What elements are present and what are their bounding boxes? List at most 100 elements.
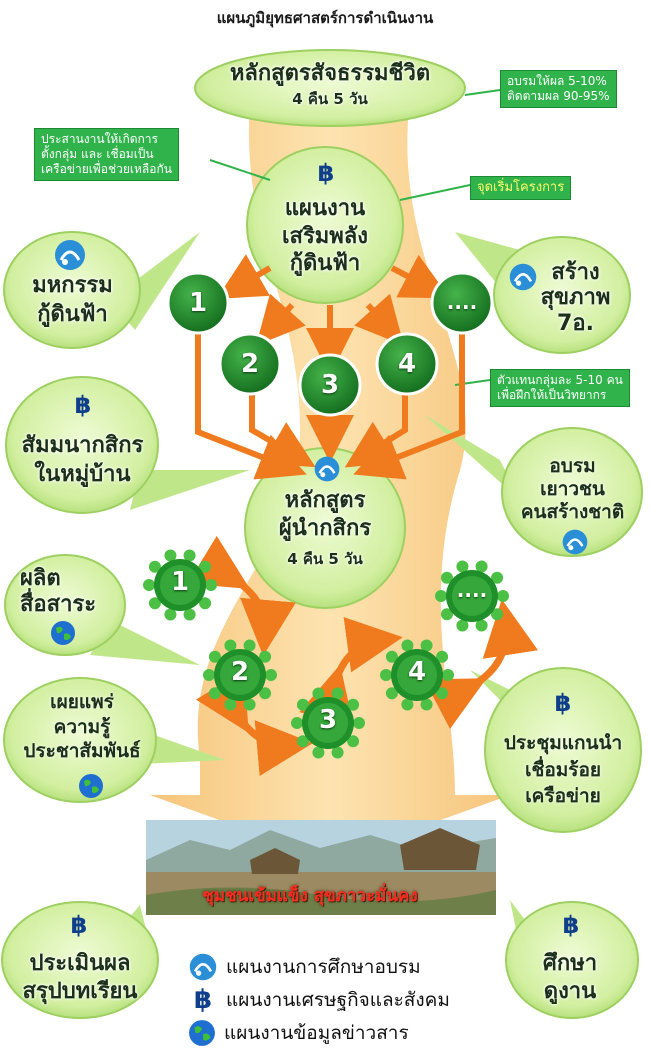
bottom-left-icon: ฿ xyxy=(70,911,88,939)
left-bubble-2-text: สัมมนากสิกร ในหมู่บ้าน xyxy=(10,432,155,489)
bottom-node-4-spike xyxy=(385,687,398,700)
bottom-node-2-spike xyxy=(208,687,221,700)
right-bubble-2-line2: เยาวชน xyxy=(540,477,605,500)
bottom-node-3-spike xyxy=(312,746,325,759)
bottom-left-line1: ประเมินผล xyxy=(29,951,131,976)
bottom-node-more-label: .... xyxy=(456,578,488,602)
right-bubble-2-icon xyxy=(560,528,590,560)
right-bubble-3-text: ประชุมแกนนำ เชื่อมร้อย เครือข่าย xyxy=(488,730,638,810)
note-mid-right-line1: ตัวแทนกลุ่มละ 5-10 คน xyxy=(497,373,623,387)
note-top-right-line2: ติดตามผล 90-95% xyxy=(507,89,610,103)
right-bubble-1-icon xyxy=(506,262,540,296)
legend-label-information: แผนงานข้อมูลข่าวสาร xyxy=(224,1022,409,1044)
bottom-node-1-spike xyxy=(199,560,212,573)
bottom-node-4-spike xyxy=(380,669,392,681)
legend-item-education: แผนงานการศึกษาอบรม xyxy=(188,952,421,982)
bottom-nodes xyxy=(143,549,509,759)
center-plan-bubble xyxy=(246,146,404,304)
bottom-node-3-label: 3 xyxy=(318,705,338,735)
bottom-right-bubble xyxy=(505,901,639,1019)
bottom-node-2 xyxy=(203,639,277,711)
bottom-node-2-spike xyxy=(224,639,237,652)
top-nodes xyxy=(166,271,494,417)
right-bubble-1-line2: สุขภาพ xyxy=(540,285,611,311)
bottom-node-more-spike xyxy=(456,560,469,573)
education-icon xyxy=(189,953,217,981)
left-bubble-4-text: เผยแพร่ ความรู้ ประชาสัมพันธ์ xyxy=(8,690,156,764)
education-icon xyxy=(562,529,588,555)
left-bubble-1-icon xyxy=(40,238,100,276)
center-plan-line3: กู้ดินฟ้า xyxy=(289,251,361,276)
bottom-node-1-spike xyxy=(183,549,196,562)
bottom-node-3-spike xyxy=(347,735,360,748)
right-bubble-3-line2: เชื่อมร้อย xyxy=(524,758,602,781)
left-bubble-3-icon xyxy=(48,620,78,650)
bottom-node-more-spike xyxy=(491,571,504,584)
bottom-node-more-spike xyxy=(440,608,453,621)
bottom-node-4-spike xyxy=(436,687,449,700)
center-plan-line2: เสริมพลัง xyxy=(282,223,368,249)
bottom-node-1-spike xyxy=(143,579,155,591)
village-scene xyxy=(146,820,496,915)
bottom-left-line2: สรุปบทเรียน xyxy=(22,978,138,1004)
bottom-node-2-spike xyxy=(243,639,256,652)
bottom-node-more-core xyxy=(452,576,492,616)
bottom-node-4-spike xyxy=(401,698,414,711)
bottom-node-1-spike xyxy=(205,579,217,591)
left-bubble-4-line3: ประชาสัมพันธ์ xyxy=(23,740,141,763)
top-course-text: หลักสูตรสัจธรรมชีวิต 4 คืน 5 วัน xyxy=(200,61,460,107)
farmer-course-icon xyxy=(312,455,342,487)
bottom-right-line1: ศึกษา xyxy=(542,951,598,976)
education-icon xyxy=(509,263,537,291)
left-bubble-2-icon: ฿ xyxy=(74,391,92,419)
bottom-node-3-spike xyxy=(347,698,360,711)
left-bubble-4-icon xyxy=(76,773,106,803)
right-bubble-2-line3: คนสร้างชาติ xyxy=(520,500,625,523)
bottom-node-more-spike xyxy=(435,590,447,602)
left-bubble-2-line1: สัมมนากสิกร xyxy=(21,433,144,458)
bottom-node-1-spike xyxy=(199,597,212,610)
bottom-node-2-spike xyxy=(259,687,272,700)
bottom-node-1 xyxy=(143,549,217,621)
bottom-node-3-core xyxy=(308,703,348,743)
farmer-course-line1: หลักสูตร xyxy=(284,488,366,513)
legend-label-economy: แผนงานเศรษฐกิจและสังคม xyxy=(226,989,450,1011)
bottom-node-3-spike xyxy=(312,687,325,700)
left-bubble-2-line2: ในหมู่บ้าน xyxy=(34,461,131,487)
bottom-node-4-spike xyxy=(442,669,454,681)
start-label: จุดเริ่มโครงการ xyxy=(470,176,572,201)
top-node-1-label: 1 xyxy=(188,288,208,318)
bottom-left-bubble xyxy=(1,901,159,1019)
bottom-node-2-spike xyxy=(224,698,237,711)
left-bubble-2-tail xyxy=(130,470,250,510)
bottom-node-more xyxy=(435,560,509,632)
bottom-node-2-spike xyxy=(259,650,272,663)
bottom-node-2-spike xyxy=(203,669,215,681)
bottom-node-4-core xyxy=(397,655,437,695)
top-node-2-label: 2 xyxy=(240,349,260,379)
note-top-right: อบรมให้ผล 5-10% ติดตามผล 90-95% xyxy=(500,70,617,108)
bottom-left-text: ประเมินผล สรุปบทเรียน xyxy=(5,950,155,1005)
bottom-right-icon: ฿ xyxy=(562,911,580,939)
left-bubble-3-line1: ผลิต xyxy=(20,566,61,591)
right-bubble-1-line1: สร้าง xyxy=(551,260,600,285)
bottom-node-4-spike xyxy=(436,650,449,663)
top-node-3 xyxy=(298,353,362,417)
farmer-course-line2: ผู้นำกสิกร xyxy=(278,515,372,541)
legend-item-economy: ฿ แผนงานเศรษฐกิจและสังคม xyxy=(188,985,450,1015)
farmer-course-line3: 4 คืน 5 วัน xyxy=(287,550,363,568)
bottom-node-more-spike xyxy=(497,590,509,602)
bottom-node-more-spike xyxy=(440,571,453,584)
bottom-node-3-spike xyxy=(353,717,365,729)
globe-icon xyxy=(51,621,75,645)
left-bubble-4-line2: ความรู้ xyxy=(53,715,111,738)
bottom-node-4-spike xyxy=(420,639,433,652)
left-bubble-4-line1: เผยแพร่ xyxy=(50,691,114,713)
top-node-4-label: 4 xyxy=(397,349,417,379)
right-bubble-3-line1: ประชุมแกนนำ xyxy=(503,732,623,754)
note-top-left-line3: เครือข่ายเพื่อช่วยเหลือกัน xyxy=(41,162,172,176)
left-bubble-2 xyxy=(5,376,159,514)
bottom-node-1-spike xyxy=(148,597,161,610)
